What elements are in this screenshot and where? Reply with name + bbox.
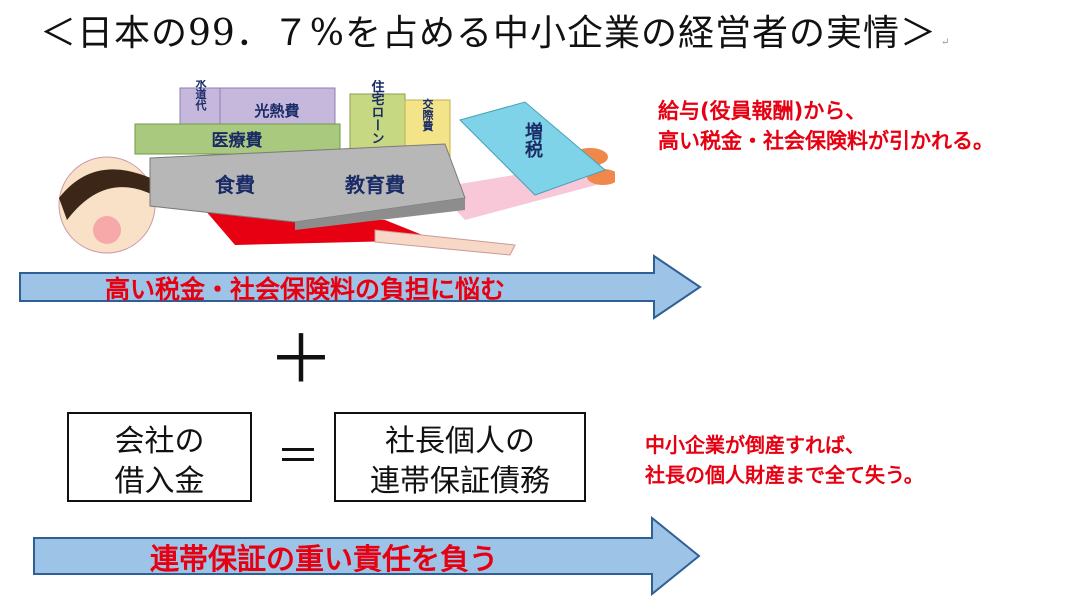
note-bottom-line-1: 中小企業が倒産すれば、 xyxy=(645,433,865,457)
box-personal-guarantee-line-1: 社長個人の xyxy=(385,424,535,459)
page-title: ＜日本の99．７%を占める中小企業の経営者の実情＞↵ xyxy=(40,13,951,54)
arrow-1 xyxy=(19,254,702,320)
arrow-1-label: 高い税金・社会保険料の負担に悩む xyxy=(105,275,506,304)
box-personal-guarantee-line-2: 連帯保証債務 xyxy=(370,464,550,499)
block-housing-loan-label: 住宅ローン xyxy=(370,80,385,145)
block-utilities-label: 光熱費 xyxy=(253,102,299,120)
arrow-2-shape xyxy=(33,516,701,596)
block-tax-increase-label: 増税 xyxy=(523,121,543,159)
block-food-education-side xyxy=(295,198,465,230)
arrow-2-label: 連帯保証の重い責任を負う xyxy=(150,542,499,576)
block-tax-increase xyxy=(459,101,606,196)
note-top: 給与(役員報酬)から、 高い税金・社会保険料が引かれる。 xyxy=(658,96,994,156)
plus-sign: ＋ xyxy=(268,321,334,398)
person-hair xyxy=(59,169,155,220)
note-top-line-2: 高い税金・社会保険料が引かれる。 xyxy=(658,129,994,153)
box-company-loan-line-2: 借入金 xyxy=(114,464,205,499)
block-social-label: 交際費 xyxy=(421,97,435,132)
paragraph-mark: ↵ xyxy=(941,37,951,48)
note-top-line-1: 給与(役員報酬)から、 xyxy=(658,99,867,123)
crushed-person-illustration: 住宅ローン 交際費 増税 水道代 光熱費 医療費 食費 教育費 xyxy=(58,80,615,256)
note-bottom-line-2: 社長の個人財産まで全て失う。 xyxy=(645,463,924,487)
block-education-label: 教育費 xyxy=(345,173,405,197)
block-misc-label: 水道代 xyxy=(194,80,208,111)
block-food-label: 食費 xyxy=(215,173,255,197)
equals-sign: ＝ xyxy=(276,431,320,482)
block-medical-label: 医療費 xyxy=(212,130,263,150)
note-bottom: 中小企業が倒産すれば、 社長の個人財産まで全て失う。 xyxy=(645,430,924,490)
box-company-loan: 会社の 借入金 xyxy=(67,412,252,502)
box-personal-guarantee: 社長個人の 連帯保証債務 xyxy=(334,412,586,502)
arrow-1-shape xyxy=(19,254,702,320)
arrow-2 xyxy=(33,516,701,596)
block-medical xyxy=(134,123,341,155)
person-arm xyxy=(374,229,516,256)
person-cheek xyxy=(93,216,121,244)
box-company-loan-line-1: 会社の xyxy=(114,424,205,459)
